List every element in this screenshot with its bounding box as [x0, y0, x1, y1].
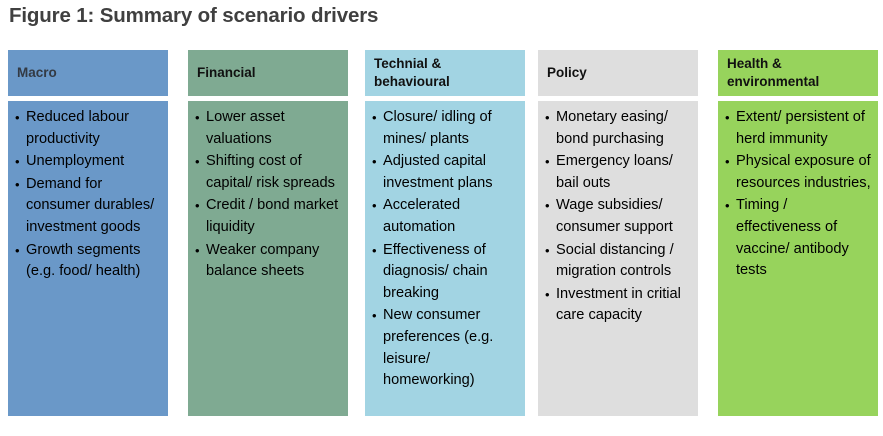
column-header-policy: Policy	[538, 50, 698, 96]
column-header-label: Macro	[17, 65, 57, 80]
list-item: Growth segments (e.g. food/ health)	[15, 240, 162, 283]
list-item: Emergency loans/ bail outs	[545, 151, 692, 194]
list-item: New consumer preferences (e.g. leisure/ …	[372, 305, 519, 391]
column-header-macro: Macro	[8, 50, 168, 96]
list-item: Timing / effectiveness of vaccine/ antib…	[725, 195, 872, 281]
column-body-health-environmental: Extent/ persistent of herd immunity Phys…	[718, 101, 878, 416]
list-item: Adjusted capital investment plans	[372, 151, 519, 194]
list-item: Credit / bond market liquidity	[195, 195, 342, 238]
column-header-label: Financial	[197, 65, 256, 80]
column-header-technial-behavioural: Technial & behavioural	[365, 50, 525, 96]
list-item: Shifting cost of capital/ risk spreads	[195, 151, 342, 194]
column-technial-behavioural: Technial & behavioural Closure/ idling o…	[365, 50, 525, 416]
column-header-health-environmental: Health & environmental	[718, 50, 878, 96]
column-header-label: Technial & behavioural	[374, 56, 450, 89]
list-item: Unemployment	[15, 151, 162, 173]
column-body-macro: Reduced labour productivity Unemployment…	[8, 101, 168, 416]
list-item: Investment in critial care capacity	[545, 284, 692, 327]
bullet-list-macro: Reduced labour productivity Unemployment…	[15, 107, 162, 283]
list-item: Demand for consumer durables/ investment…	[15, 174, 162, 239]
list-item: Lower asset valuations	[195, 107, 342, 150]
column-header-financial: Financial	[188, 50, 348, 96]
list-item: Physical exposure of resources industrie…	[725, 151, 872, 194]
column-header-label: Health & environmental	[727, 56, 820, 89]
list-item: Extent/ persistent of herd immunity	[725, 107, 872, 150]
list-item: Effectiveness of diagnosis/ chain breaki…	[372, 240, 519, 305]
column-financial: Financial Lower asset valuations Shiftin…	[188, 50, 348, 416]
column-body-technial-behavioural: Closure/ idling of mines/ plants Adjuste…	[365, 101, 525, 416]
list-item: Social distancing / migration controls	[545, 240, 692, 283]
bullet-list-health-environmental: Extent/ persistent of herd immunity Phys…	[725, 107, 872, 282]
list-item: Closure/ idling of mines/ plants	[372, 107, 519, 150]
column-policy: Policy Monetary easing/ bond purchasing …	[538, 50, 698, 416]
bullet-list-policy: Monetary easing/ bond purchasing Emergen…	[545, 107, 692, 327]
list-item: Accelerated automation	[372, 195, 519, 238]
bullet-list-financial: Lower asset valuations Shifting cost of …	[195, 107, 342, 283]
column-header-label: Policy	[547, 65, 587, 80]
list-item: Wage subsidies/ consumer support	[545, 195, 692, 238]
page-title: Figure 1: Summary of scenario drivers	[9, 4, 379, 27]
column-health-environmental: Health & environmental Extent/ persisten…	[718, 50, 878, 416]
column-macro: Macro Reduced labour productivity Unempl…	[8, 50, 168, 416]
column-body-policy: Monetary easing/ bond purchasing Emergen…	[538, 101, 698, 416]
scenario-driver-columns: Macro Reduced labour productivity Unempl…	[0, 50, 883, 416]
list-item: Monetary easing/ bond purchasing	[545, 107, 692, 150]
list-item: Reduced labour productivity	[15, 107, 162, 150]
list-item: Weaker company balance sheets	[195, 240, 342, 283]
column-body-financial: Lower asset valuations Shifting cost of …	[188, 101, 348, 416]
bullet-list-technial-behavioural: Closure/ idling of mines/ plants Adjuste…	[372, 107, 519, 392]
